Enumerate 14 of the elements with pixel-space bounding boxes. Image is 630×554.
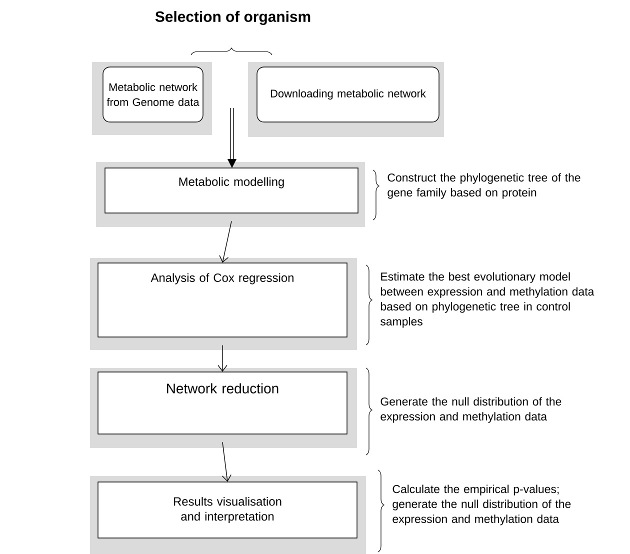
note: Construct the phylogenetic tree of the gene family based on protein <box>388 173 580 199</box>
note: Estimate the best evolutionary model between expression and methylation data based on phylogenetic tree in control samples <box>380 272 594 328</box>
process-box: Analysis of Cox regression <box>90 258 357 350</box>
process-box: Network reduction <box>90 368 357 448</box>
process-box: Results visualisation and interpretation <box>90 476 366 554</box>
arrow <box>218 344 228 372</box>
process-box: Metabolic modelling <box>96 162 365 227</box>
note: Generate the null distribution of the expression and methylation data <box>380 397 562 423</box>
note: Calculate the empirical p-values; generate the null distribution of the expression and methylation data <box>392 484 571 526</box>
process-box: Metabolic network from Genome data <box>92 62 212 135</box>
process-box: Downloading metabolic network <box>248 62 444 137</box>
title: Selection of organism <box>155 11 310 25</box>
arrow <box>219 220 232 263</box>
arrow <box>222 442 232 482</box>
